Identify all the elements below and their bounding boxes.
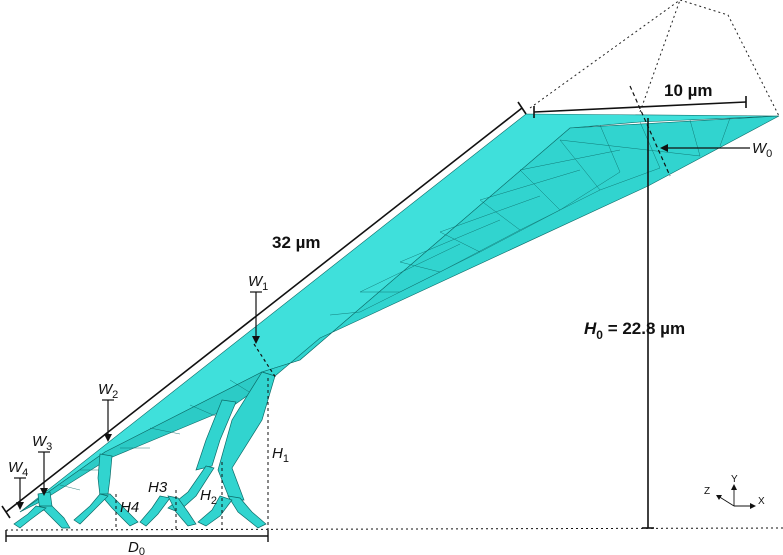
w4-sub: 4 bbox=[22, 467, 28, 479]
w2-marker bbox=[102, 399, 114, 442]
w4-marker bbox=[14, 477, 26, 510]
branch-mid-1 bbox=[139, 495, 171, 527]
h4-label: H4 bbox=[120, 499, 139, 516]
branch-left-3 bbox=[73, 493, 109, 525]
w0-symbol: W bbox=[752, 140, 768, 157]
branch-sub-2 bbox=[227, 495, 267, 529]
w2-symbol: W bbox=[98, 381, 114, 398]
branch-h1 bbox=[217, 371, 276, 501]
w0-sub: 0 bbox=[766, 148, 772, 160]
mesh-lines bbox=[59, 117, 731, 491]
w2-sub: 2 bbox=[112, 389, 118, 401]
dimension-length bbox=[1, 101, 527, 519]
d0-symbol: D bbox=[128, 539, 139, 555]
branch-mid-2 bbox=[167, 495, 197, 527]
w0-marker bbox=[629, 85, 750, 177]
h0-value: = 22.8 µm bbox=[603, 319, 685, 338]
w1-marker bbox=[250, 291, 277, 379]
w0-label: W0 bbox=[752, 140, 772, 160]
axis-x-label: X bbox=[758, 496, 765, 507]
w3-label: W3 bbox=[32, 433, 52, 453]
axis-z-label: Z bbox=[704, 486, 710, 497]
length-label: 32 µm bbox=[272, 233, 321, 252]
dimension-width bbox=[533, 96, 747, 118]
w4-label: W4 bbox=[8, 459, 28, 479]
tree-branches bbox=[13, 371, 276, 529]
w1-symbol: W bbox=[248, 273, 264, 290]
h1-label: H1 bbox=[272, 445, 289, 465]
axis-triad bbox=[716, 484, 756, 509]
h0-symbol: H bbox=[584, 319, 597, 338]
beam-body bbox=[19, 113, 780, 513]
w4-symbol: W bbox=[8, 459, 24, 476]
d0-sub: 0 bbox=[139, 546, 145, 555]
h1-symbol: H bbox=[272, 445, 283, 462]
d0-label: D0 bbox=[128, 539, 145, 555]
branch-left bbox=[97, 453, 113, 497]
branch-far-left-2 bbox=[39, 505, 71, 529]
d0-dimension bbox=[5, 530, 269, 542]
axis-y-label: Y bbox=[731, 474, 738, 485]
h2-label: H2 bbox=[200, 487, 217, 507]
bounding-box-dotted bbox=[529, 0, 780, 117]
width-label: 10 µm bbox=[664, 81, 713, 100]
w3-symbol: W bbox=[32, 433, 48, 450]
branch-left-2 bbox=[99, 493, 139, 527]
h0-label: H0 = 22.8 µm bbox=[584, 319, 685, 342]
h2-sub: 2 bbox=[211, 495, 217, 507]
w3-sub: 3 bbox=[46, 441, 52, 453]
w1-sub: 1 bbox=[262, 281, 268, 293]
branch-second bbox=[195, 399, 237, 471]
w3-marker bbox=[38, 451, 50, 496]
w1-label: W1 bbox=[248, 273, 268, 293]
h0-sub: 0 bbox=[596, 328, 603, 342]
baseline bbox=[5, 527, 783, 531]
h2-symbol: H bbox=[200, 487, 211, 504]
h1-sub: 1 bbox=[283, 453, 289, 465]
h3-label: H3 bbox=[148, 479, 168, 496]
branch-far-left-3 bbox=[13, 505, 47, 529]
w2-label: W2 bbox=[98, 381, 118, 401]
branch-sub-3 bbox=[197, 495, 233, 527]
